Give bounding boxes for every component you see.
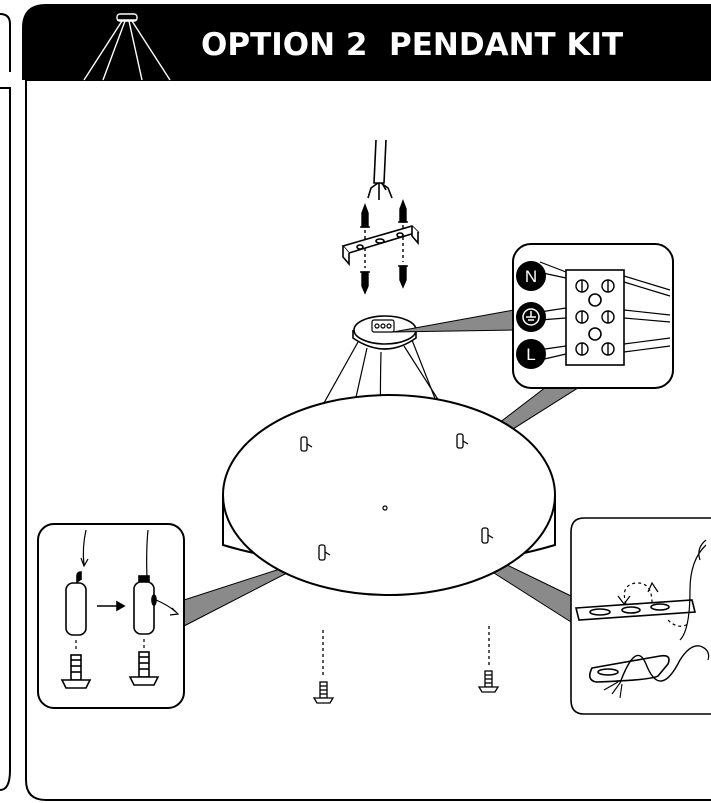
pendant-lamp-icon	[83, 13, 171, 81]
ceiling-canopy	[352, 315, 417, 350]
ceiling-screws	[360, 199, 408, 295]
gripper-detail-inset	[37, 523, 185, 709]
panel-frame	[25, 79, 711, 801]
luminaire-disc	[222, 394, 556, 596]
terminal-block	[537, 261, 671, 366]
cable-grippers	[300, 433, 494, 561]
mains-cable	[367, 139, 393, 200]
terminal-l-text: L	[526, 345, 535, 364]
terminal-n-text: N	[525, 267, 537, 286]
bottom-gripper-screws	[312, 626, 500, 704]
left-page-edge	[0, 13, 11, 791]
header-bar: OPTION 2 PENDANT KIT	[22, 4, 711, 81]
canopy-terminal-block	[371, 319, 395, 333]
header-title: OPTION 2 PENDANT KIT	[201, 27, 623, 63]
earth-ground-icon	[516, 302, 546, 332]
wiring-detail-inset: N L	[512, 243, 674, 389]
terminal-label-n: N	[516, 261, 546, 291]
mounting-bracket	[341, 225, 420, 267]
terminal-label-l: L	[516, 339, 546, 369]
strain-relief-detail-inset	[570, 517, 711, 715]
terminal-screws	[575, 279, 615, 356]
